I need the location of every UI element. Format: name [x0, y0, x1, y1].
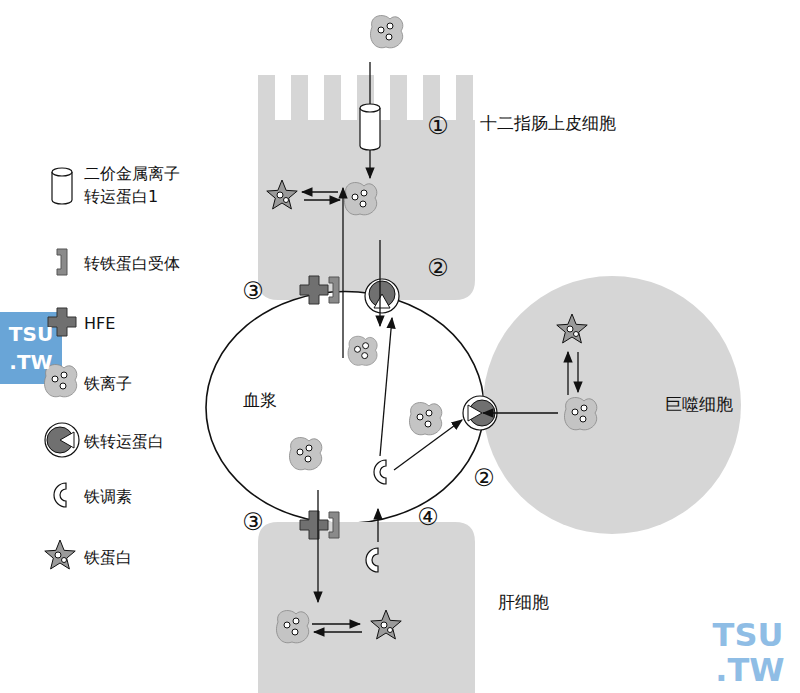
callout-number: ②: [427, 256, 449, 280]
release-arrow: [577, 352, 578, 392]
hfe-cross: [300, 511, 328, 539]
legend-text: 转铁蛋白受体: [84, 252, 184, 275]
legend-text: 二价金属离子转运蛋白1: [84, 162, 184, 208]
shape-outline: [258, 522, 475, 693]
hepatocyte-body: [258, 522, 475, 693]
hepatocyte-cell: 肝细胞: [258, 522, 475, 693]
ferroportin: [365, 279, 399, 313]
hepcidin: [374, 460, 386, 484]
hfe-cross: [300, 276, 328, 304]
macrophage-body: [483, 276, 741, 534]
hepcidin-arrow: [380, 318, 392, 456]
callout-number: ③: [242, 279, 264, 303]
legend-text: 铁转运蛋白: [84, 430, 184, 453]
cell-body: [258, 75, 475, 300]
shape-outline: [258, 75, 475, 300]
hfe-cross: [48, 308, 76, 336]
node-label: 肝细胞: [498, 592, 549, 612]
duodenal-cell: 十二指肠上皮细胞: [258, 75, 475, 300]
flow-arrow: [483, 412, 558, 413]
storage-arrow: [567, 352, 568, 395]
iron-ion: [409, 403, 441, 435]
transferrin-receptor: [57, 249, 67, 275]
macrophage-circle: 巨噬细胞: [482, 275, 742, 535]
callout-number: ④: [417, 505, 439, 529]
iron-ion: [370, 16, 402, 48]
node-label: 巨噬细胞: [665, 394, 733, 414]
transferrin-receptor: [329, 277, 339, 303]
absorption-arrow: [369, 62, 370, 178]
ferritin: [45, 540, 75, 569]
callout-number: ②: [473, 466, 495, 490]
node-label: 十二指肠上皮细胞: [480, 113, 616, 133]
storage-arrow: [302, 191, 338, 192]
watermark: .TW: [9, 352, 52, 372]
watermark-ground: [0, 312, 62, 384]
iron-ion: [44, 365, 76, 397]
watermark: TSU: [713, 619, 784, 651]
iron-ion: [348, 336, 377, 365]
release-arrow: [304, 199, 340, 200]
flow-arrow: [342, 188, 343, 358]
release-arrow: [314, 631, 362, 632]
legend-text: 铁蛋白: [84, 546, 184, 569]
iron-ion: [289, 438, 321, 470]
hepcidin: [366, 548, 378, 572]
dmt1-cylinder: [52, 168, 72, 204]
legend-text: HFE: [84, 312, 184, 335]
plasma-outline: [206, 292, 484, 524]
legend-text: 铁调素: [84, 485, 184, 508]
iron-ion: [344, 183, 376, 215]
ferritin: [371, 610, 401, 639]
transferrin-receptor: [329, 512, 339, 538]
hepcidin: [54, 483, 66, 507]
iron-ion: [276, 611, 308, 643]
hepcidin-arrow: [394, 420, 462, 470]
watermark: TSU: [9, 324, 53, 344]
callout-number: ①: [427, 114, 449, 138]
node-label: 血浆: [243, 390, 277, 410]
ferritin: [267, 180, 297, 209]
flow-arrow: [377, 509, 378, 542]
storage-arrow: [312, 623, 360, 624]
flow-arrow: [317, 490, 318, 602]
plasma-ellipse: 血浆: [205, 290, 485, 525]
ferritin: [557, 314, 587, 343]
legend-text: 铁离子: [84, 372, 184, 395]
flow-arrow: [379, 240, 380, 326]
ferroportin: [463, 396, 497, 430]
callout-number: ③: [242, 510, 264, 534]
dmt1-cylinder: [360, 104, 380, 150]
iron-ion: [564, 398, 596, 430]
watermark: .TW: [715, 654, 784, 686]
ferroportin: [45, 423, 79, 457]
